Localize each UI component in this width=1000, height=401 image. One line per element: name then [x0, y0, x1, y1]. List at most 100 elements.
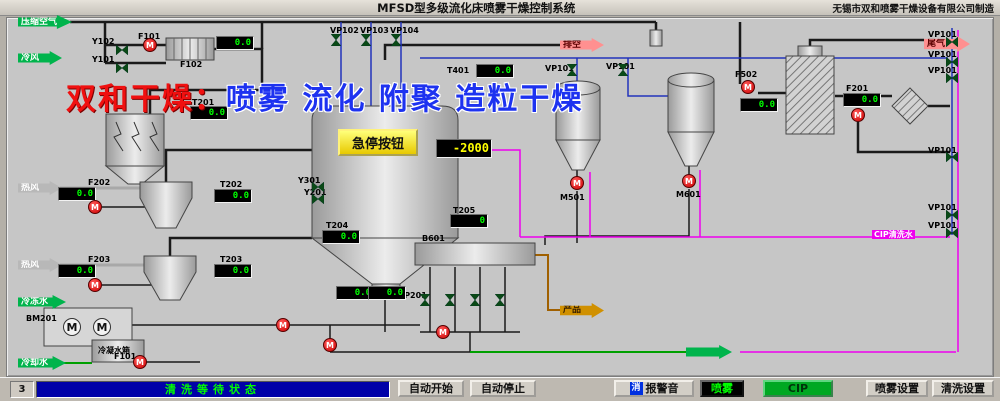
tag-label-VP101: VP101: [928, 203, 957, 212]
tag-label-冷凝水箱: 冷凝水箱: [98, 346, 130, 355]
tag-label-M601: M601: [676, 190, 701, 199]
page-title: MFSD型多级流化床喷雾干燥控制系统: [377, 0, 576, 15]
motor-icon-1: M: [93, 318, 111, 336]
valve-icon-14[interactable]: [945, 52, 959, 68]
auto-stop-button[interactable]: 自动停止: [470, 380, 536, 397]
clean-settings-button[interactable]: 清洗设置: [932, 380, 994, 397]
valve-icon-17[interactable]: [945, 205, 959, 221]
tag-label-M501: M501: [560, 193, 585, 202]
spray-button[interactable]: 喷雾: [700, 380, 744, 397]
tag-label-T401: T401: [447, 66, 470, 75]
value-display-9: 0: [450, 214, 488, 228]
value-display-5: 0.0: [58, 187, 96, 201]
valve-icon-5[interactable]: [566, 63, 582, 77]
tag-label-Y102: Y102: [92, 37, 115, 46]
valve-icon-3[interactable]: [360, 33, 376, 47]
value-display-3: -2000: [436, 139, 492, 158]
tag-label-Y101: Y101: [92, 55, 115, 64]
tag-label-F203: F203: [88, 255, 111, 264]
tag-label-VP101: VP101: [545, 64, 574, 73]
pump-icon-6[interactable]: M: [570, 176, 584, 190]
tag-label-VP103: VP103: [360, 26, 389, 35]
spray-settings-button[interactable]: 喷雾设置: [866, 380, 928, 397]
valve-icon-0[interactable]: [115, 40, 129, 56]
valve-icon-1[interactable]: [115, 58, 129, 74]
mute-alarm-label: 报警音: [645, 381, 679, 395]
pump-icon-10[interactable]: M: [133, 355, 147, 369]
valve-icon-16[interactable]: [945, 147, 959, 163]
value-display-1: 0.0: [190, 106, 228, 120]
tag-label-F502: F502: [735, 70, 758, 79]
cip-button[interactable]: CIP: [763, 380, 833, 397]
tag-label-F202: F202: [88, 178, 111, 187]
valve-icon-18[interactable]: [945, 223, 959, 239]
valve-icon-7[interactable]: [311, 177, 325, 193]
value-display-8: 0.0: [322, 230, 360, 244]
tag-label-VP101: VP101: [928, 30, 957, 39]
tag-label-Y201: Y201: [304, 188, 327, 197]
pump-icon-3[interactable]: M: [276, 318, 290, 332]
flow-arrow-冷却水: 冷却水: [18, 356, 66, 370]
tag-label-T203: T203: [220, 255, 243, 264]
value-display-11: 0.0: [368, 286, 406, 300]
tag-label-CIP清洗水: CIP清洗水: [872, 230, 915, 239]
valve-icon-12[interactable]: [494, 293, 510, 307]
emergency-stop-button[interactable]: 急停按钮: [338, 129, 418, 156]
tag-label-F201: F201: [846, 84, 869, 93]
mute-alarm-button[interactable]: 消 报警音: [614, 380, 694, 397]
pump-icon-5[interactable]: M: [436, 325, 450, 339]
pump-icon-9[interactable]: M: [851, 108, 865, 122]
tag-label-F101: F101: [138, 32, 161, 41]
valve-icon-4[interactable]: [390, 33, 406, 47]
value-display-6: 0.0: [214, 264, 252, 278]
motor-icon-0: M: [63, 318, 81, 336]
flow-arrow-冷冻水: 冷冻水: [18, 295, 66, 309]
tag-label-VP102: VP102: [330, 26, 359, 35]
flow-arrow-热风: 热风: [18, 181, 62, 195]
title-bar: MFSD型多级流化床喷雾干燥控制系统 无锡市双和喷雾干燥设备有限公司制造: [0, 0, 1000, 16]
tag-label-VP104: VP104: [390, 26, 419, 35]
tag-label-T202: T202: [220, 180, 243, 189]
status-indicator: 3: [10, 381, 34, 398]
mute-icon: 消: [629, 382, 643, 395]
manufacturer-label: 无锡市双和喷雾干燥设备有限公司制造: [832, 3, 994, 15]
flow-arrow-热风: 热风: [18, 258, 62, 272]
valve-icon-8[interactable]: [311, 189, 325, 205]
pump-icon-7[interactable]: M: [682, 174, 696, 188]
tag-label-T205: T205: [453, 206, 476, 215]
valve-icon-9[interactable]: [419, 293, 435, 307]
valve-icon-15[interactable]: [945, 68, 959, 84]
tag-label-VP201: VP201: [398, 291, 427, 300]
tag-label-VP101: VP101: [928, 66, 957, 75]
valve-icon-6[interactable]: [617, 63, 633, 77]
tag-label-VP101: VP101: [928, 146, 957, 155]
bottom-control-bar: 3 清洗等待状态 自动开始 自动停止 消 报警音 喷雾 CIP 喷雾设置 清洗设…: [0, 377, 1000, 401]
tag-label-F101: F101: [114, 352, 137, 361]
status-message-bar: 清洗等待状态: [36, 381, 390, 398]
value-display-0: 0.0: [216, 36, 254, 50]
pump-icon-4[interactable]: M: [323, 338, 337, 352]
tag-label-Y301: Y301: [298, 176, 321, 185]
tag-label-F102: F102: [180, 60, 203, 69]
tag-label-T204: T204: [326, 221, 349, 230]
flow-arrow-排空: 排空: [560, 38, 604, 52]
flow-arrow-out-9: [686, 345, 732, 359]
pump-icon-2[interactable]: M: [88, 278, 102, 292]
valve-icon-11[interactable]: [469, 293, 485, 307]
valve-icon-13[interactable]: [945, 32, 959, 48]
value-display-12: 0.0: [740, 98, 778, 112]
pump-icon-0[interactable]: M: [143, 38, 157, 52]
flow-arrow-冷风: 冷风: [18, 51, 62, 65]
value-display-13: 0.0: [843, 93, 881, 107]
valve-icon-2[interactable]: [330, 33, 346, 47]
value-display-4: 0.0: [214, 189, 252, 203]
tag-label-B601: B601: [422, 234, 445, 243]
tag-label-VP101: VP101: [928, 221, 957, 230]
tag-label-BM201: BM201: [26, 314, 57, 323]
auto-start-button[interactable]: 自动开始: [398, 380, 464, 397]
pump-icon-8[interactable]: M: [741, 80, 755, 94]
valve-icon-10[interactable]: [444, 293, 460, 307]
pump-icon-1[interactable]: M: [88, 200, 102, 214]
value-display-2: 0.0: [476, 64, 514, 78]
